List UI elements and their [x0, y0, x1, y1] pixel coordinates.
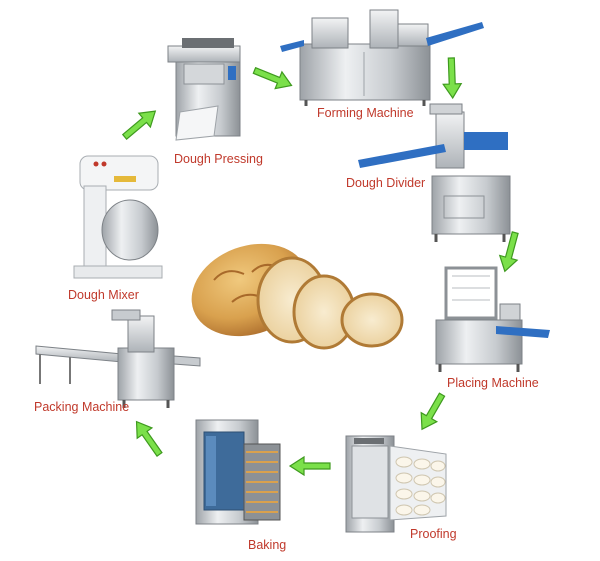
dough-divider-machine	[358, 103, 511, 242]
flow-arrow-icon	[135, 420, 163, 457]
flow-arrow-icon	[420, 392, 446, 431]
proofing-cabinet	[345, 435, 447, 533]
flow-arrow-icon	[121, 110, 157, 140]
label-baking: Baking	[248, 538, 287, 552]
dough-mixer	[73, 155, 163, 279]
label-proofing: Proofing	[410, 527, 457, 541]
flow-arrow-icon	[442, 57, 463, 100]
label-placing-machine: Placing Machine	[447, 376, 539, 390]
flow-arrow-icon	[288, 455, 331, 477]
flow-arrow-icon	[498, 231, 519, 273]
label-packing-machine: Packing Machine	[34, 400, 130, 414]
dough-pressing-machine	[167, 38, 241, 141]
label-dough-pressing: Dough Pressing	[174, 152, 263, 166]
packing-machine	[35, 309, 201, 408]
forming-machine	[280, 9, 484, 106]
label-forming-machine: Forming Machine	[317, 106, 414, 120]
label-dough-mixer: Dough Mixer	[68, 288, 139, 302]
label-dough-divider: Dough Divider	[346, 176, 426, 190]
bread-loaf-icon	[191, 243, 404, 350]
placing-machine	[435, 266, 550, 372]
flow-arrow-icon	[252, 66, 293, 90]
flow-arrows	[121, 57, 519, 477]
baking-oven	[195, 419, 281, 525]
